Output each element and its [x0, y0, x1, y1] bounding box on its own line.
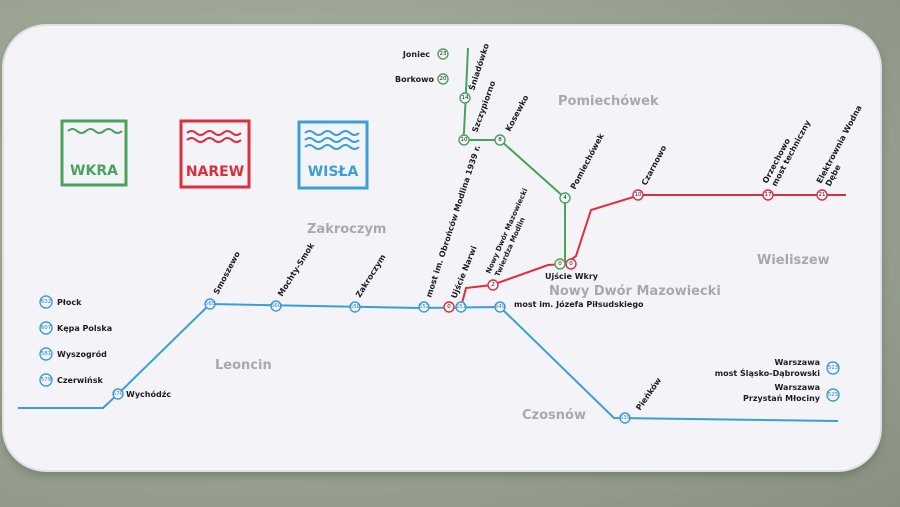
station-label: Ujście Wkry — [545, 271, 599, 281]
station-plenkow: 539 Pieńków — [619, 375, 664, 424]
station-label: Przystań Młociny — [743, 394, 821, 403]
station-label: Czerwińsk — [57, 376, 103, 385]
km-marker: 552 — [419, 304, 430, 310]
station-label: Smoszewo — [212, 249, 242, 295]
km-marker: 2 — [491, 282, 495, 288]
km-marker: 579 — [41, 377, 52, 383]
place-label: Nowy Dwór Mazowiecki — [549, 284, 721, 299]
station-label: Pomiechówek — [568, 131, 606, 191]
station-label: most im. Józefa Piłsudskiego — [514, 299, 644, 309]
station-zakroczym: 558 Zakroczym — [349, 253, 388, 313]
station-wychodzc: 570 Wychódźc — [112, 388, 171, 400]
station-label: Borkowo — [395, 75, 435, 84]
downstream-list: Warszawa most Śląsko-Dąbrowski 513 Warsz… — [715, 358, 840, 403]
station-label: Wyszogród — [57, 349, 107, 359]
km-marker: 0 — [447, 304, 451, 310]
upstream-item: 632 Płock — [39, 295, 82, 309]
upstream-item: 579 Czerwińsk — [39, 373, 103, 387]
station-label: Mochty-Smok — [276, 241, 316, 298]
station-label: Joniec — [402, 50, 430, 59]
place-label: Pomiechówek — [558, 94, 659, 109]
km-marker: 14 — [462, 95, 469, 101]
km-marker: 0 — [558, 261, 562, 267]
waves-icon — [304, 130, 360, 136]
km-marker: 607 — [41, 325, 52, 331]
km-marker: 8 — [498, 137, 502, 143]
place-label: Leoncin — [215, 358, 272, 373]
km-marker: 513 — [828, 365, 839, 371]
km-marker: 17 — [765, 192, 772, 198]
station-label: most Śląsko-Dąbrowski — [715, 367, 820, 378]
downstream-item: Warszawa most Śląsko-Dąbrowski 513 — [715, 358, 840, 378]
station-smoszewo: 565 Smoszewo — [204, 249, 242, 310]
station-label: Pieńków — [633, 375, 663, 412]
place-label: Zakroczym — [307, 222, 386, 237]
station-kosewko: 8 Kosewko — [494, 93, 531, 146]
station-label: Płock — [57, 298, 82, 307]
station-label: Warszawa — [775, 383, 821, 392]
km-marker: 20 — [440, 76, 447, 82]
waves-icon — [304, 137, 360, 143]
wisla-line — [18, 302, 839, 422]
upstream-item: 607 Kępa Polska — [39, 321, 112, 335]
station-pomiechowek: 4 Pomiechówek — [559, 131, 606, 204]
station-elektrownia: 21 Elektrownia Wodna Dębe — [815, 104, 864, 201]
station-ujscie-narwi: 0 551 Ujście Narwi — [443, 244, 479, 313]
km-marker: 525 — [828, 392, 839, 398]
km-marker: 581 — [41, 351, 52, 357]
map-board — [4, 26, 880, 470]
km-marker: 10 — [461, 137, 468, 143]
legend-narew: NAREW — [179, 119, 251, 189]
legend-label: WKRA — [70, 163, 118, 179]
waves-icon — [186, 130, 242, 136]
legend-label: WISŁA — [308, 164, 359, 180]
station-label: Kępa Polska — [57, 324, 112, 333]
waves-icon — [67, 128, 123, 134]
km-marker: 551 — [456, 304, 467, 310]
legend-label: NAREW — [186, 164, 244, 180]
km-marker: 558 — [350, 304, 361, 310]
legend-wkra: WKRA — [60, 119, 128, 187]
station-borkowo: 20 Borkowo — [395, 73, 449, 85]
km-marker: 560 — [271, 303, 282, 309]
km-marker: 23 — [440, 51, 447, 57]
station-label: Ujście Narwi — [449, 244, 479, 300]
km-marker: 549 — [495, 304, 506, 310]
station-czarnowo: 10 Czarnowo — [632, 143, 669, 201]
km-marker: 10 — [635, 192, 642, 198]
downstream-item: Warszawa Przystań Młociny 525 — [743, 383, 840, 403]
station-label: Zakroczym — [354, 253, 388, 299]
station-mochty-smok: 560 Mochty-Smok — [270, 241, 316, 312]
station-label: Wychódźc — [126, 389, 171, 399]
station-ujscie-wkry: 0 0 Ujście Wkry — [545, 258, 599, 281]
upstream-list: 632 Płock 607 Kępa Polska 581 Wyszogród … — [39, 295, 112, 387]
km-marker: 0 — [569, 261, 573, 267]
station-label: most im. Obrońców Modlina 1939 r. — [423, 144, 482, 299]
km-marker: 21 — [819, 192, 826, 198]
km-marker: 565 — [205, 301, 216, 307]
station-most-pilsudskiego: 549 most im. Józefa Piłsudskiego — [494, 299, 644, 313]
station-label: Warszawa — [775, 358, 821, 367]
km-marker: 4 — [563, 195, 567, 201]
waves-icon — [186, 137, 242, 143]
km-marker: 632 — [41, 299, 52, 305]
km-marker: 570 — [113, 391, 124, 397]
place-label: Czosnów — [522, 408, 586, 423]
station-orzechowo: 17 Orzechowo most techniczny — [761, 118, 813, 201]
place-label: Wieliszew — [757, 253, 830, 268]
upstream-item: 581 Wyszogród — [39, 347, 107, 361]
station-label: Kosewko — [504, 93, 531, 133]
station-label: Czarnowo — [640, 143, 669, 186]
legend-wisla: WISŁA — [297, 120, 369, 190]
station-joniec: 23 Joniec — [402, 48, 449, 60]
km-marker: 539 — [620, 415, 631, 421]
waves-icon — [304, 144, 360, 150]
